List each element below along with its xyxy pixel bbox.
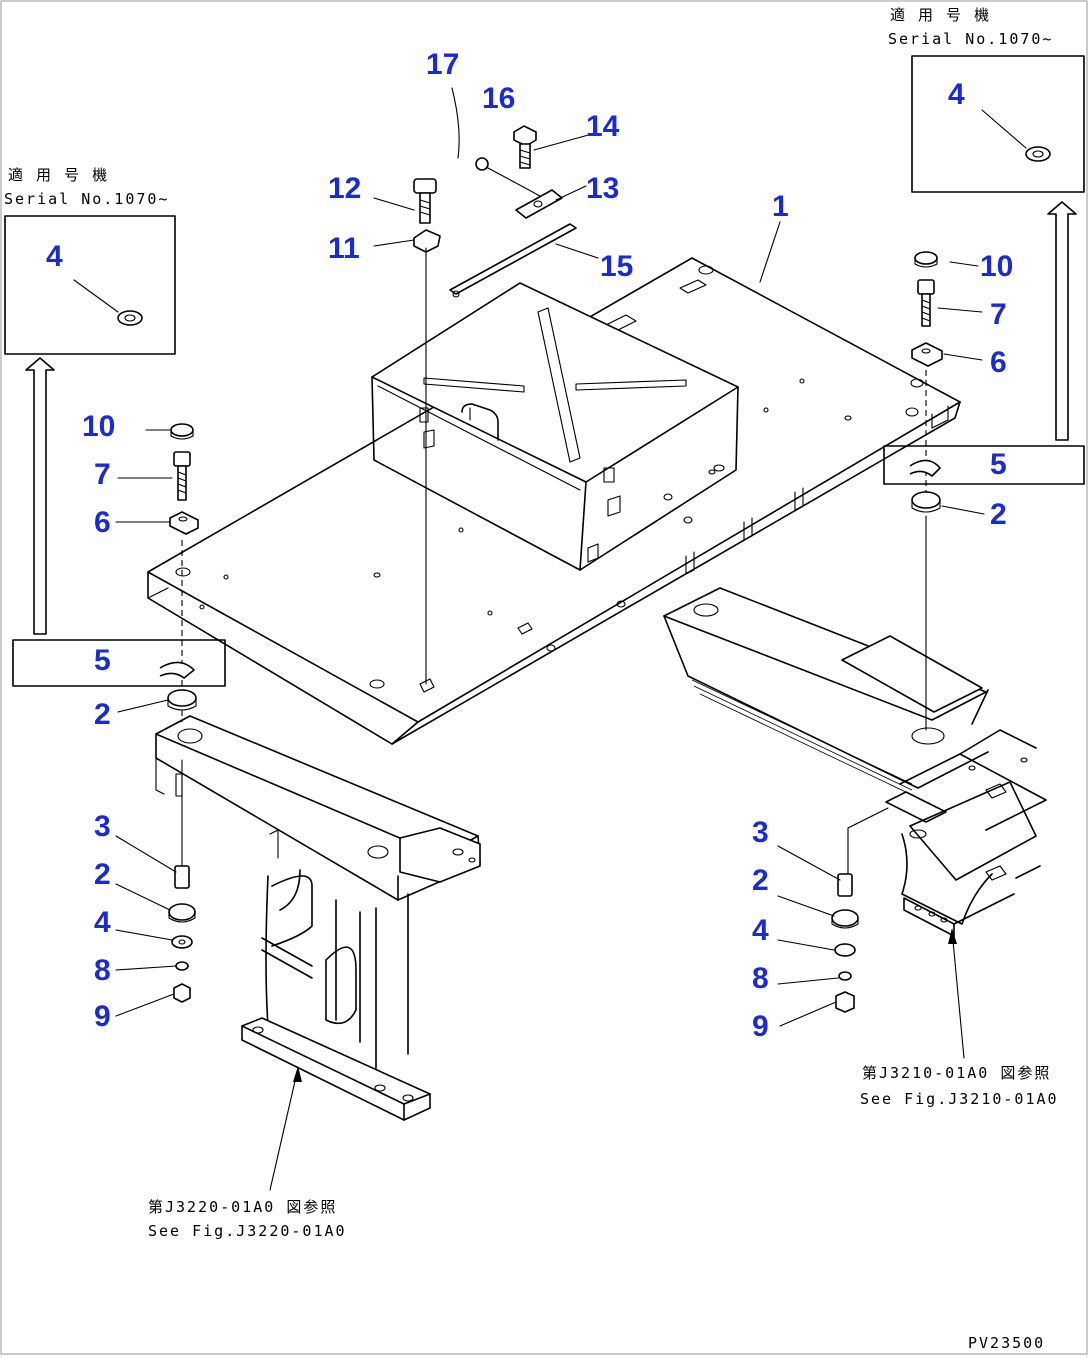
callout-16: 16 [482, 82, 515, 115]
callout-4-right: 4 [752, 914, 769, 947]
note-right-applicable: 適 用 号 機 [890, 6, 991, 24]
callout-9-left: 9 [94, 1000, 111, 1033]
callout-numbers: 1 2 2 2 2 3 3 4 4 4 4 5 5 6 6 7 7 8 8 9 … [46, 48, 1013, 1043]
callout-4-left: 4 [94, 906, 111, 939]
callout-6-right: 6 [990, 346, 1007, 379]
callout-10-left: 10 [82, 410, 115, 443]
note-right-serial: Serial No.1070~ [888, 30, 1053, 48]
left-mount-hardware [167, 423, 199, 1003]
note-ref-right-jp: 第J3210-01A0 図参照 [862, 1064, 1051, 1082]
callout-7-right: 7 [990, 298, 1007, 331]
note-ref-right-en: See Fig.J3210-01A0 [860, 1090, 1059, 1108]
callout-6-left: 6 [94, 506, 111, 539]
callout-11: 11 [328, 232, 360, 265]
callout-17: 17 [426, 48, 459, 81]
leader-lines [115, 133, 985, 1027]
left-support-frame [155, 715, 481, 1191]
callout-15: 15 [600, 250, 633, 283]
note-left-serial: Serial No.1070~ [4, 190, 169, 208]
callout-4-inset-right: 4 [948, 78, 965, 111]
right-support-frame [663, 587, 1047, 1059]
note-ref-left-en: See Fig.J3220-01A0 [148, 1222, 347, 1240]
annotations: 適 用 号 機 Serial No.1070~ 適 用 号 機 Serial N… [4, 6, 1059, 1352]
callout-14: 14 [586, 110, 620, 143]
callout-10-right: 10 [980, 250, 1013, 283]
callout-8-left: 8 [94, 954, 111, 987]
callout-7-left: 7 [94, 458, 111, 491]
right-mount-hardware [831, 251, 943, 1013]
top-hardware [413, 87, 577, 685]
callout-4-inset-left: 4 [46, 240, 63, 273]
callout-2-right-lower: 2 [752, 864, 769, 897]
callout-12: 12 [328, 172, 361, 205]
callout-1: 1 [772, 190, 789, 223]
callout-5-left: 5 [94, 644, 111, 677]
note-left-applicable: 適 用 号 機 [8, 166, 109, 184]
callout-3-right: 3 [752, 816, 769, 849]
callout-5-right: 5 [990, 448, 1007, 481]
callout-2-left-upper: 2 [94, 698, 111, 731]
right-serial-inset [883, 55, 1085, 485]
drawing-code: PV23500 [968, 1334, 1045, 1352]
tool-box [371, 282, 739, 571]
note-ref-left-jp: 第J3220-01A0 図参照 [148, 1198, 337, 1216]
callout-2-right-upper: 2 [990, 498, 1007, 531]
callout-3-left: 3 [94, 810, 111, 843]
callout-8-right: 8 [752, 962, 769, 995]
callout-2-left-lower: 2 [94, 858, 111, 891]
callout-9-right: 9 [752, 1010, 769, 1043]
callout-13: 13 [586, 172, 619, 205]
left-serial-inset [4, 215, 226, 687]
